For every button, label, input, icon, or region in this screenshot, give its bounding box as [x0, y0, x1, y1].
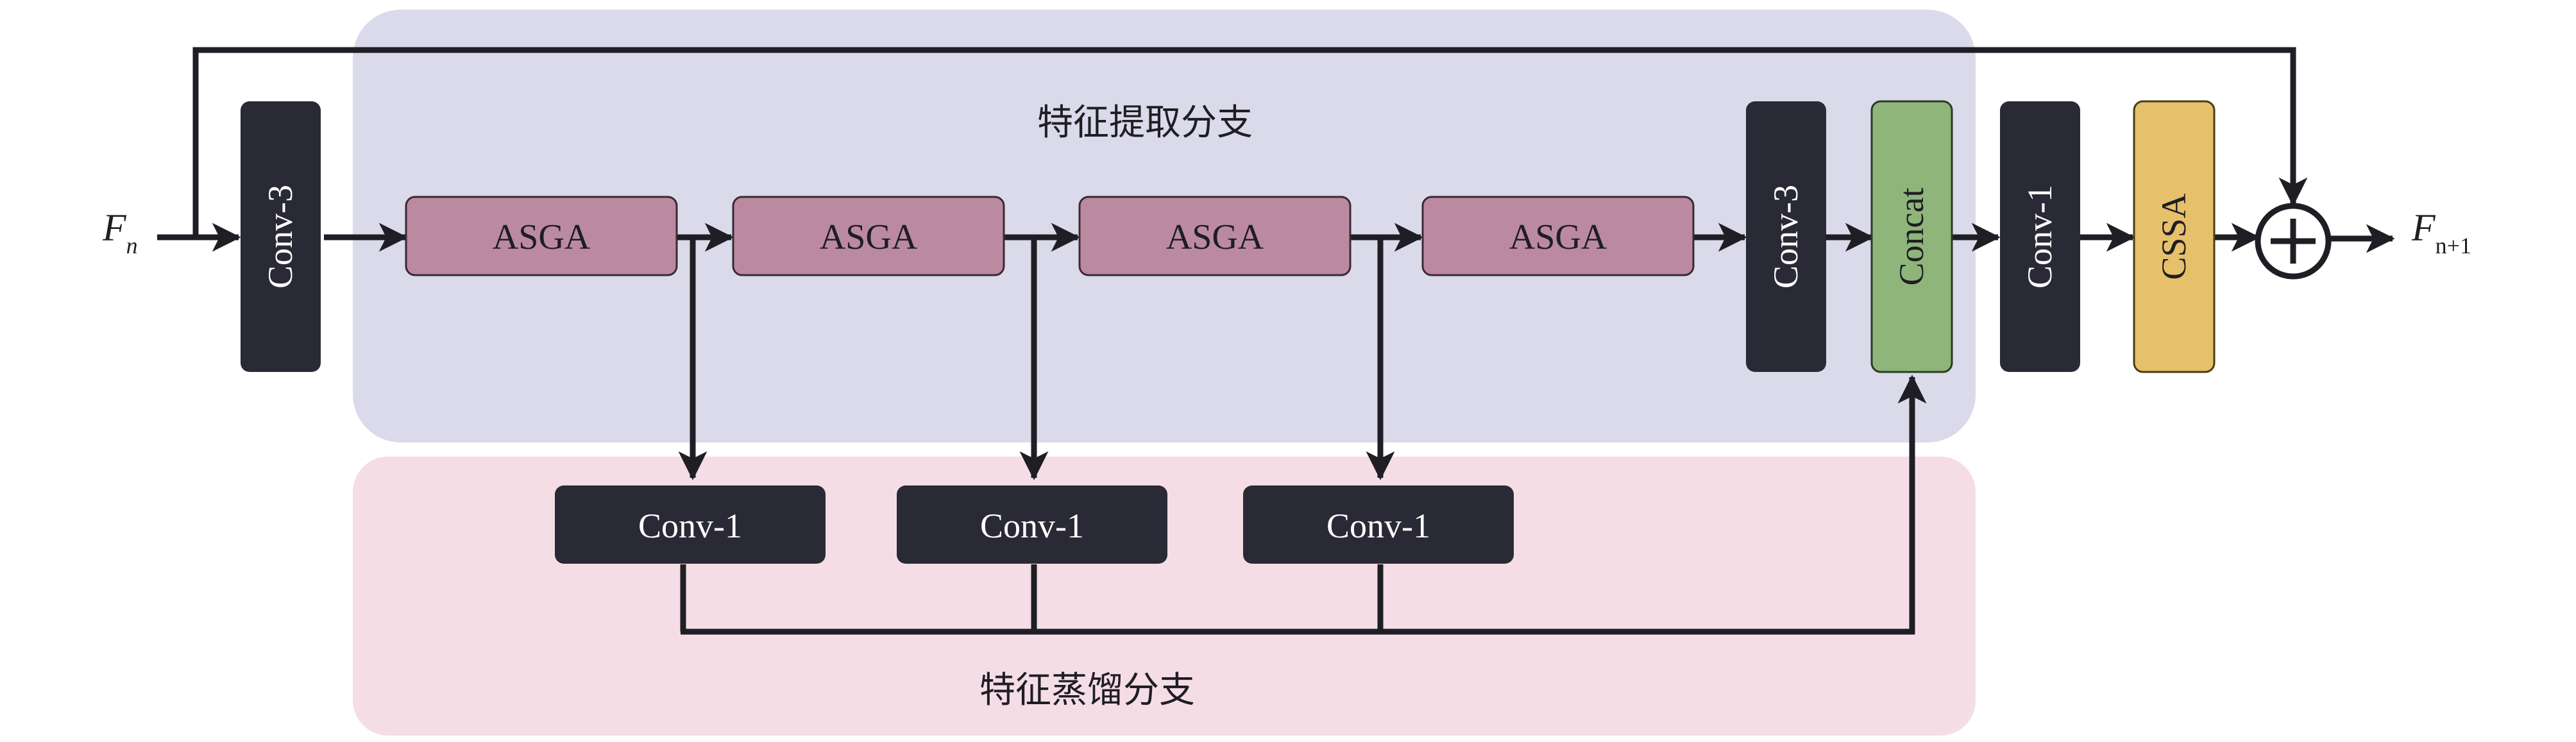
asga-block-2: [732, 196, 1005, 276]
distill-conv1-block-2: [897, 485, 1167, 564]
output-symbol: Fn+1: [2411, 207, 2471, 258]
skip-connection-line: [192, 47, 2308, 237]
conv1-output-block: [2000, 101, 2080, 372]
feature-distillation-label: 特征蒸馏分支: [979, 670, 1195, 711]
cssa-block: [2133, 100, 2216, 373]
distill-conv1-block-3: [1243, 485, 1514, 564]
asga-block-3: [1078, 196, 1352, 276]
distill-conv1-block-1: [555, 485, 826, 564]
input-symbol-letter: F: [102, 207, 127, 249]
conv3-output-label: Conv-3: [1767, 185, 1805, 289]
concat-label: Concat: [1892, 188, 1931, 286]
asga-block-4: [1421, 196, 1695, 276]
asga-label-3: ASGA: [1166, 217, 1264, 257]
conv3-input-label: Conv-3: [261, 185, 300, 289]
distill-conv1-label-3: Conv-1: [1326, 507, 1430, 545]
distill-conv1-label-2: Conv-1: [980, 507, 1084, 545]
feature-extraction-label: 特征提取分支: [1037, 102, 1253, 144]
add-node: [2255, 203, 2332, 280]
cssa-label: CSSA: [2155, 193, 2193, 280]
distill-conv1-label-1: Conv-1: [638, 507, 742, 545]
asga-label-2: ASGA: [820, 217, 918, 257]
output-symbol-subscript: n+1: [2436, 233, 2471, 258]
conv3-output-block: [1746, 101, 1826, 372]
asga-label-1: ASGA: [493, 217, 591, 257]
input-symbol: Fn: [102, 207, 138, 258]
input-symbol-subscript: n: [126, 233, 138, 258]
conv1-output-label: Conv-1: [2021, 185, 2059, 289]
asga-block-1: [405, 196, 678, 276]
asga-label-4: ASGA: [1509, 217, 1607, 257]
conv3-input-block: [241, 101, 321, 372]
output-symbol-letter: F: [2411, 207, 2436, 249]
concat-block: [1870, 100, 1953, 373]
